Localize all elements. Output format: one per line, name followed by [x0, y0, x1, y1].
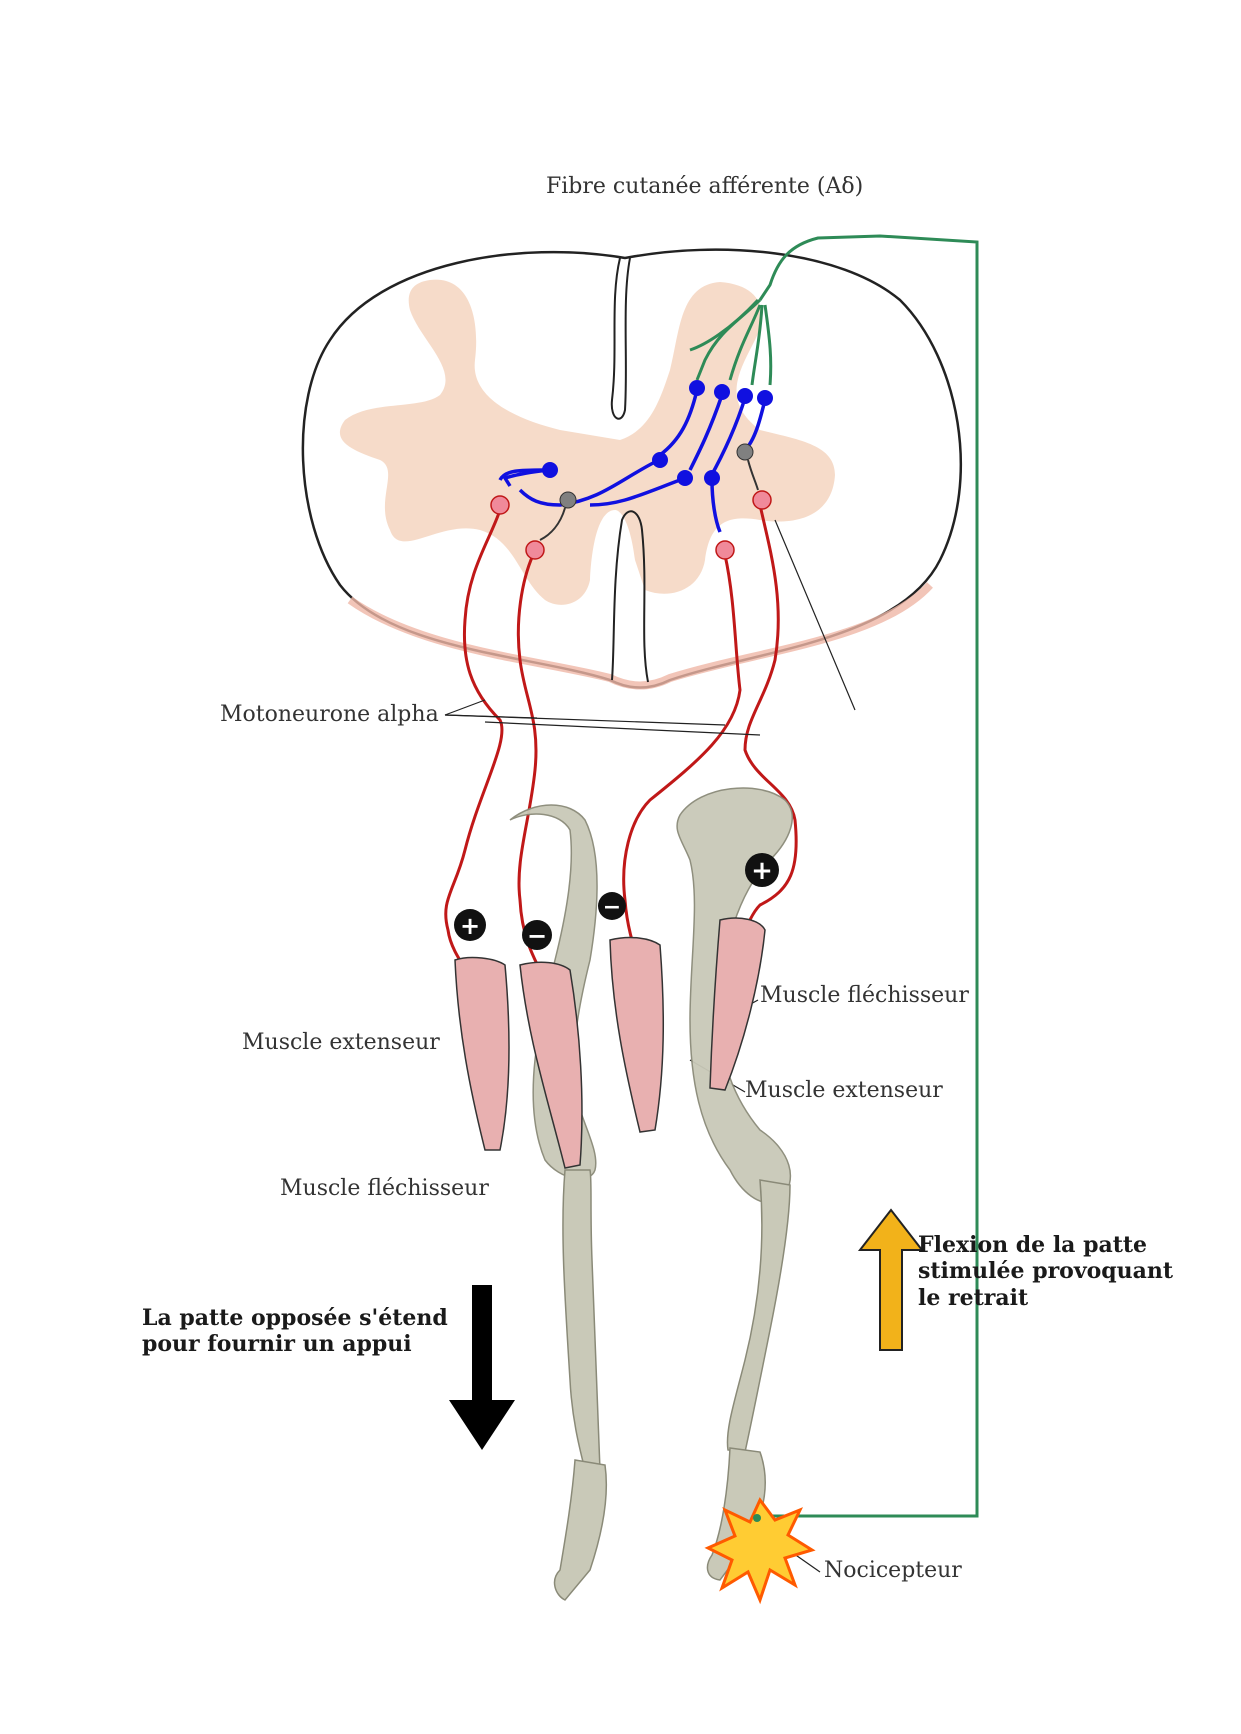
interneuron-soma-5 [652, 452, 668, 468]
interneuron-soma-7 [704, 470, 720, 486]
badge-left-extensor-bg [454, 909, 486, 941]
ventral-median-fissure [611, 510, 649, 683]
right-tibia [726, 1179, 791, 1453]
motoneuron-soma-4 [752, 490, 772, 510]
afferent-fiber-path [750, 234, 979, 1518]
spinal-cord-rim [347, 582, 933, 690]
burst-star [704, 1497, 816, 1605]
interneuron-soma-3 [737, 388, 753, 404]
left-foot [553, 1459, 608, 1601]
caption-opposite-leg-line-2: pour fournir un appui [142, 1331, 412, 1358]
down-arrow [449, 1285, 515, 1450]
label-left-extensor: Muscle extenseur [242, 1030, 440, 1055]
spinal-cord [301, 248, 962, 690]
inhibitory-interneurons [539, 443, 759, 541]
interneuron-crossing-2 [589, 478, 681, 507]
badge-right-extensor-bg [598, 892, 626, 920]
leader-ventral-root [774, 519, 856, 711]
leader-motoneuron-1 [444, 699, 486, 716]
caption-stimulated-leg-line-1: Flexion de la patte [918, 1232, 1148, 1258]
afferent-fiber [689, 234, 979, 1518]
right-femur [676, 787, 793, 1204]
caption-stimulated-leg: Flexion de la patte stimulée provoquant … [918, 1232, 1173, 1311]
badge-left-flexor: − [527, 922, 547, 950]
badge-left-extensor: + [460, 912, 480, 940]
nociceptor-burst [704, 1497, 816, 1605]
motoneuron-soma-3 [715, 540, 735, 560]
caption-opposite-leg-line-1: La patte opposée s'étend [142, 1305, 448, 1331]
interneuron-axon-2 [688, 394, 724, 471]
inhibitory-axon-left [539, 507, 566, 541]
sign-badges: + − − + [454, 853, 779, 950]
up-arrow [857, 1208, 925, 1351]
arrows [449, 1208, 925, 1450]
label-right-extensor: Muscle extenseur [745, 1078, 943, 1103]
label-left-flexor: Muscle fléchisseur [280, 1176, 489, 1201]
interneuron-somata [542, 380, 773, 486]
left-tibia [562, 1169, 601, 1471]
motoneuron-soma-2 [525, 540, 545, 560]
interneuron-axon-1 [658, 389, 699, 457]
caption-opposite-leg: La patte opposée s'étend pour fournir un… [142, 1305, 448, 1358]
leader-motoneuron-3 [444, 714, 726, 726]
interneuron-soma-2 [714, 384, 730, 400]
right-leg [676, 787, 793, 1581]
afferent-branch-2 [728, 304, 762, 381]
badge-right-flexor-bg [745, 853, 779, 887]
leader-motoneuron-4 [484, 721, 761, 736]
interneuron-soma-6 [677, 470, 693, 486]
caption-stimulated-leg-line-2: stimulée provoquant [918, 1258, 1174, 1285]
badge-left-flexor-bg [522, 920, 552, 950]
afferent-branch-5 [689, 298, 760, 352]
grey-matter [339, 279, 835, 605]
label-right-flexor: Muscle fléchisseur [760, 983, 969, 1008]
interneuron-soma-8 [542, 462, 558, 478]
label-afferent-fiber: Fibre cutanée afférente (Aδ) [546, 174, 864, 199]
badge-right-flexor: + [751, 856, 773, 886]
muscle-left-extensor [454, 956, 510, 1151]
caption-stimulated-leg-line-3: le retrait [918, 1284, 1029, 1311]
interneuron-soma-4 [757, 390, 773, 406]
afferent-branch-3 [750, 304, 764, 386]
label-nociceptor: Nocicepteur [824, 1558, 962, 1583]
muscle-right-flexor [709, 917, 766, 1091]
motoneuron-soma-1 [490, 495, 510, 515]
muscle-right-extensor [609, 936, 665, 1133]
inhibitory-axon-right [747, 459, 759, 491]
dorsal-median-septum [610, 257, 631, 420]
interneuron-soma-1 [689, 380, 705, 396]
muscle-left-flexor [519, 961, 583, 1169]
motoneuron-somata [490, 490, 772, 560]
inhibitory-interneuron-right [736, 443, 754, 461]
nociceptor-ending [753, 1514, 761, 1522]
afferent-branch-4 [763, 304, 773, 386]
muscles [454, 917, 766, 1169]
badge-right-extensor: − [603, 895, 621, 920]
label-motoneuron: Motoneurone alpha [220, 702, 439, 727]
inhibitory-interneuron-left [559, 491, 577, 509]
